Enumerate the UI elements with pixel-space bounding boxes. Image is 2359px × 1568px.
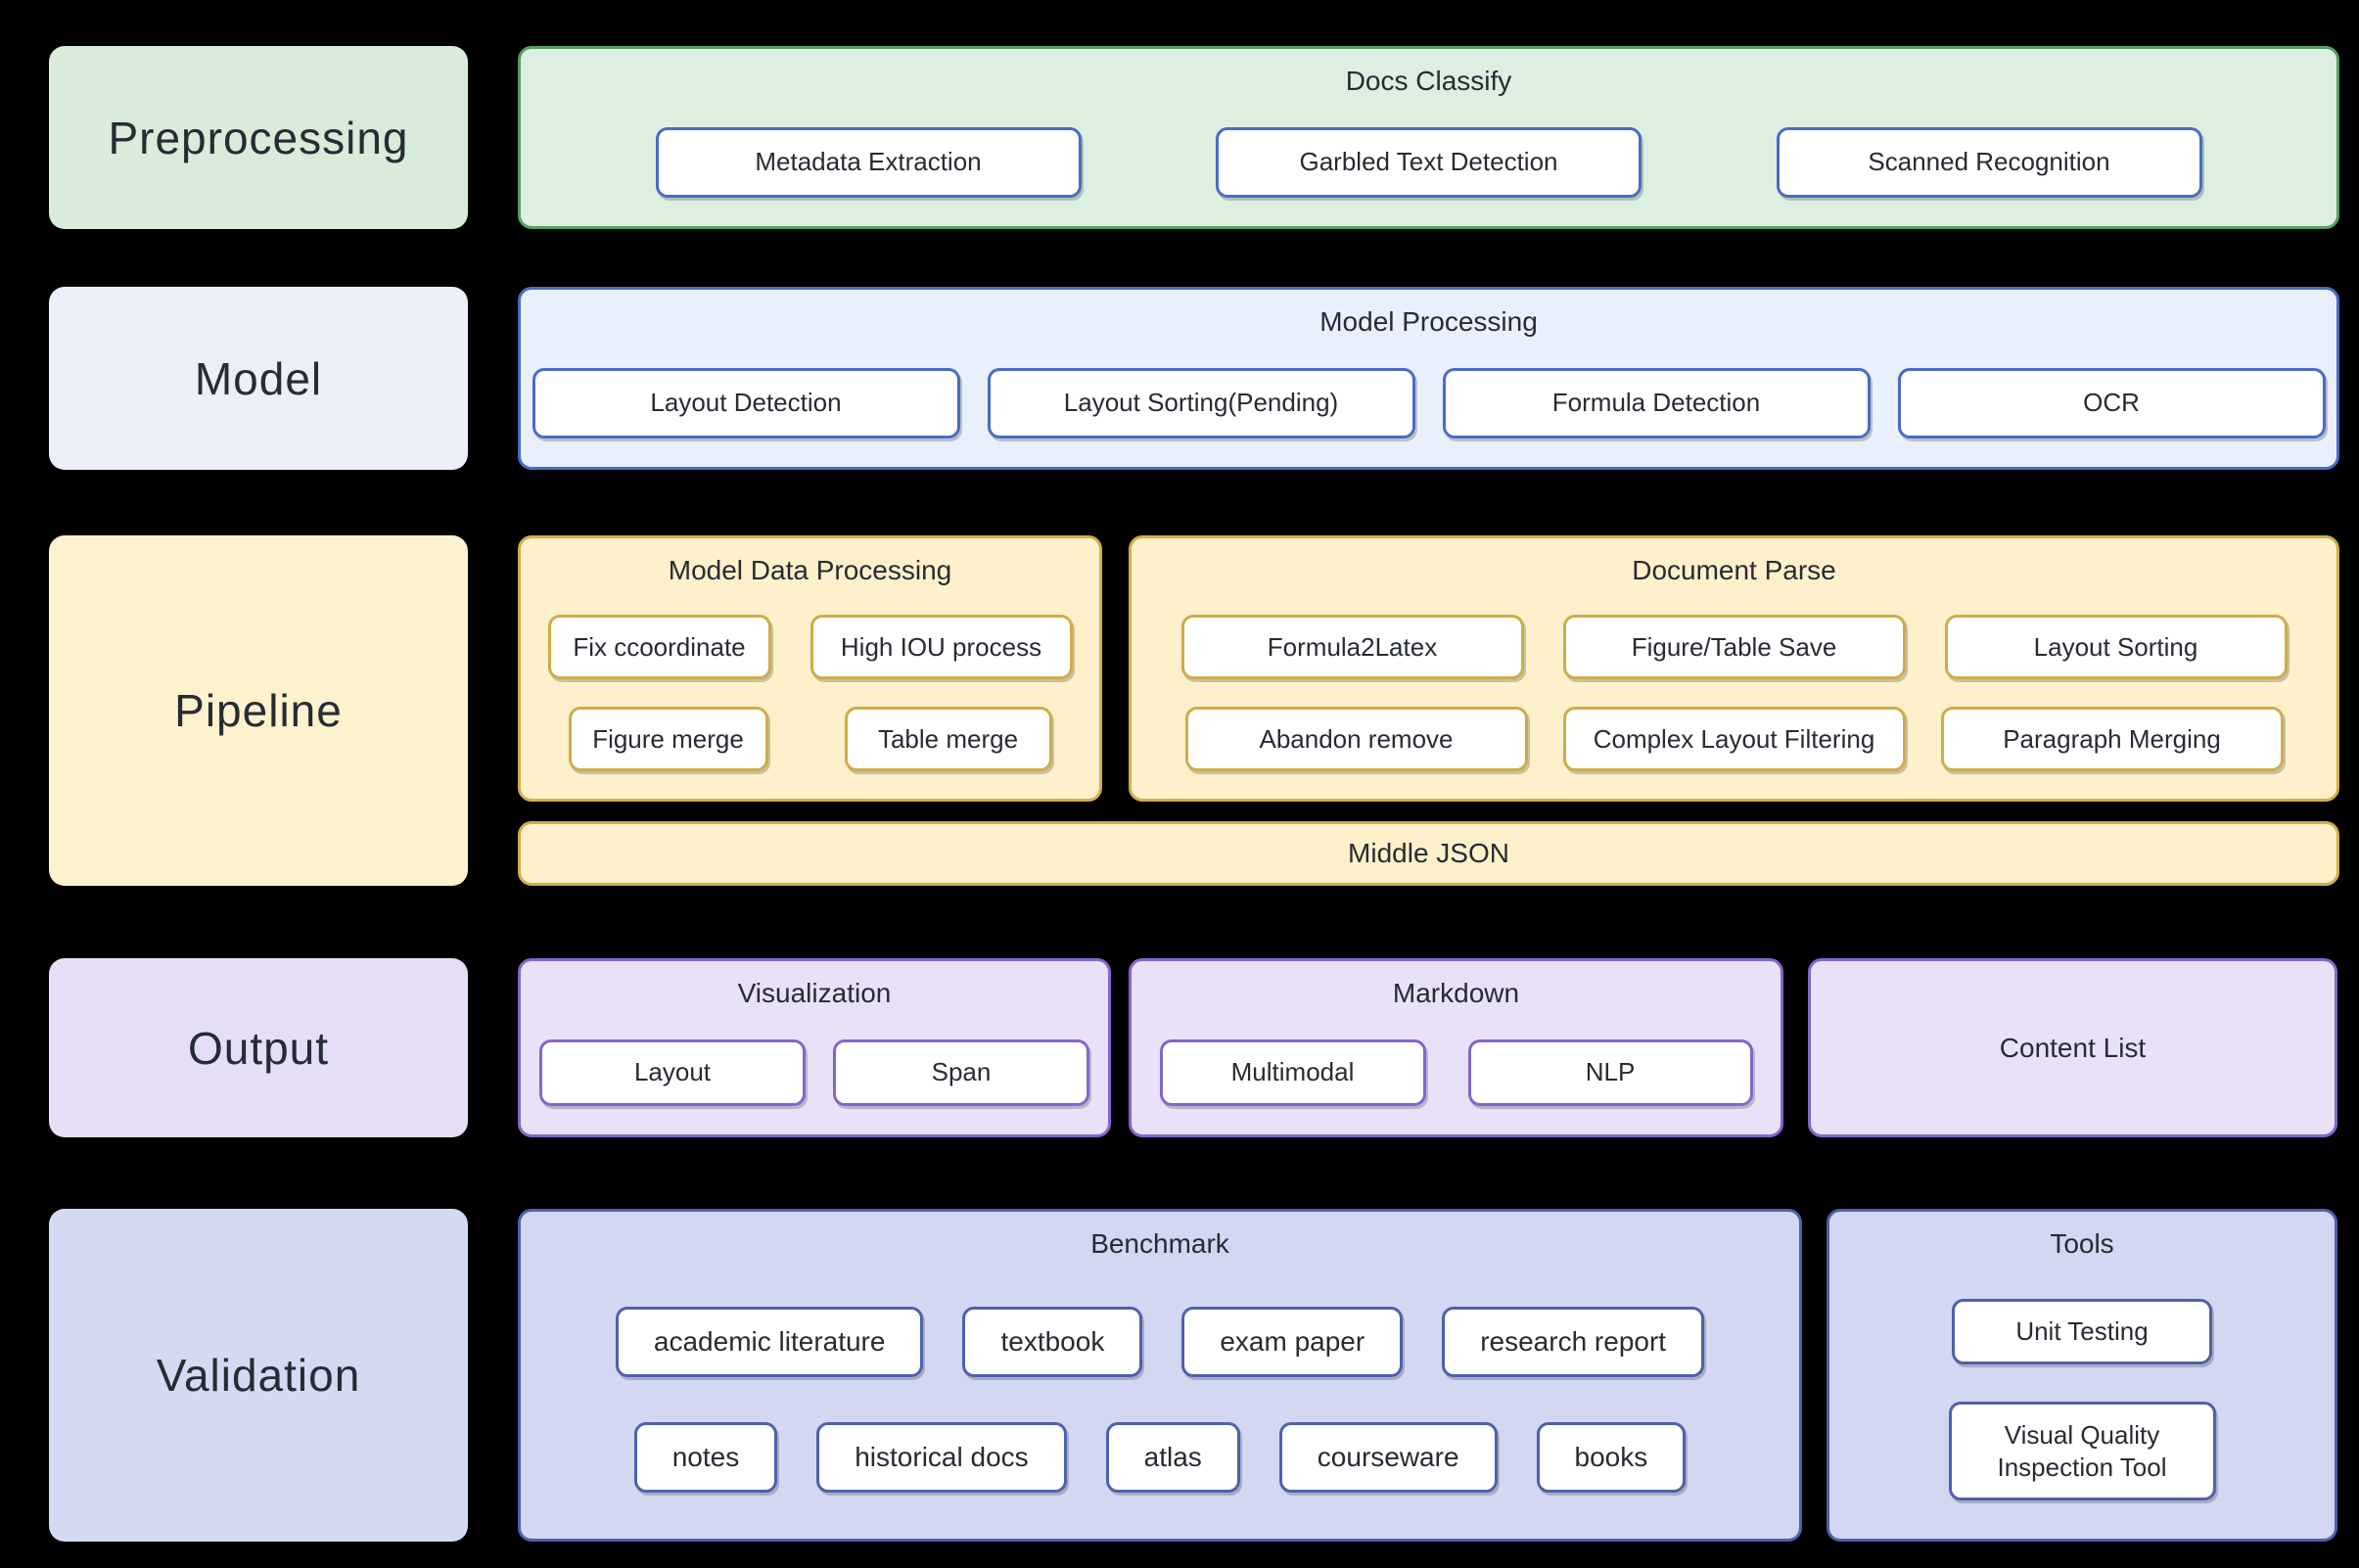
node-exam-paper: exam paper [1181, 1306, 1404, 1377]
node-atlas: atlas [1105, 1422, 1240, 1494]
node-garbled-text-detection: Garbled Text Detection [1216, 126, 1642, 198]
node-layout-sorting: Layout Sorting [1944, 615, 2288, 679]
node-fix-ccoordinate: Fix ccoordinate [547, 615, 771, 679]
stage-label-preprocessing: Preprocessing [49, 46, 468, 229]
node-span: Span [833, 1038, 1089, 1106]
group-title: Docs Classify [1345, 66, 1512, 96]
stage-label-output: Output [49, 958, 468, 1137]
node-figure-table-save: Figure/Table Save [1562, 615, 1906, 679]
group-title: Model Data Processing [668, 555, 952, 585]
bar-middle-json: Middle JSON [518, 821, 2339, 886]
group-benchmark: Benchmark academic literature textbook e… [518, 1209, 1802, 1542]
stage-label-model: Model [49, 287, 468, 470]
node-academic-literature: academic literature [615, 1306, 924, 1377]
node-formula2latex: Formula2Latex [1180, 615, 1524, 679]
group-model-processing: Model Processing Layout Detection Layout… [518, 287, 2339, 470]
node-visual-quality-inspection-tool: Visual Quality Inspection Tool [1948, 1402, 2216, 1501]
node-unit-testing: Unit Testing [1952, 1298, 2212, 1364]
group-model-data-processing: Model Data Processing Fix ccoordinate Hi… [518, 535, 1102, 802]
group-title: Content List [1999, 1032, 2147, 1063]
node-research-report: research report [1442, 1306, 1705, 1377]
node-table-merge: Table merge [844, 707, 1052, 771]
node-paragraph-merging: Paragraph Merging [1940, 707, 2284, 771]
group-docs-classify: Docs Classify Metadata Extraction Garble… [518, 46, 2339, 229]
node-complex-layout-filtering: Complex Layout Filtering [1562, 707, 1906, 771]
group-title: Model Processing [1319, 306, 1538, 337]
group-content-list: Content List [1808, 958, 2337, 1137]
node-layout-detection: Layout Detection [532, 367, 960, 438]
node-formula-detection: Formula Detection [1442, 367, 1871, 438]
group-title: Benchmark [1090, 1228, 1229, 1259]
group-title: Document Parse [1632, 555, 1836, 585]
group-tools: Tools Unit Testing Visual Quality Inspec… [1827, 1209, 2337, 1542]
node-layout: Layout [539, 1038, 806, 1106]
group-title: Tools [2050, 1228, 2114, 1259]
node-scanned-recognition: Scanned Recognition [1776, 126, 2202, 198]
group-title: Visualization [737, 978, 892, 1008]
group-markdown: Markdown Multimodal NLP [1129, 958, 1783, 1137]
diagram-content: Docs Classify Metadata Extraction Garble… [518, 0, 2339, 1568]
node-textbook: textbook [962, 1306, 1143, 1377]
node-metadata-extraction: Metadata Extraction [655, 126, 1082, 198]
stage-label-validation: Validation [49, 1209, 468, 1542]
node-multimodal: Multimodal [1159, 1038, 1426, 1106]
node-ocr: OCR [1897, 367, 2326, 438]
group-document-parse: Document Parse Formula2Latex Figure/Tabl… [1129, 535, 2339, 802]
node-nlp: NLP [1467, 1038, 1753, 1106]
group-visualization: Visualization Layout Span [518, 958, 1111, 1137]
node-layout-sorting-pending: Layout Sorting(Pending) [987, 367, 1415, 438]
stage-label-pipeline: Pipeline [49, 535, 468, 886]
node-historical-docs: historical docs [816, 1422, 1067, 1494]
node-courseware: courseware [1278, 1422, 1498, 1494]
group-title: Markdown [1392, 978, 1520, 1008]
node-high-iou-process: High IOU process [809, 615, 1073, 679]
node-books: books [1536, 1422, 1687, 1494]
node-notes: notes [633, 1422, 778, 1494]
node-abandon-remove: Abandon remove [1184, 707, 1528, 771]
node-figure-merge: Figure merge [568, 707, 768, 771]
